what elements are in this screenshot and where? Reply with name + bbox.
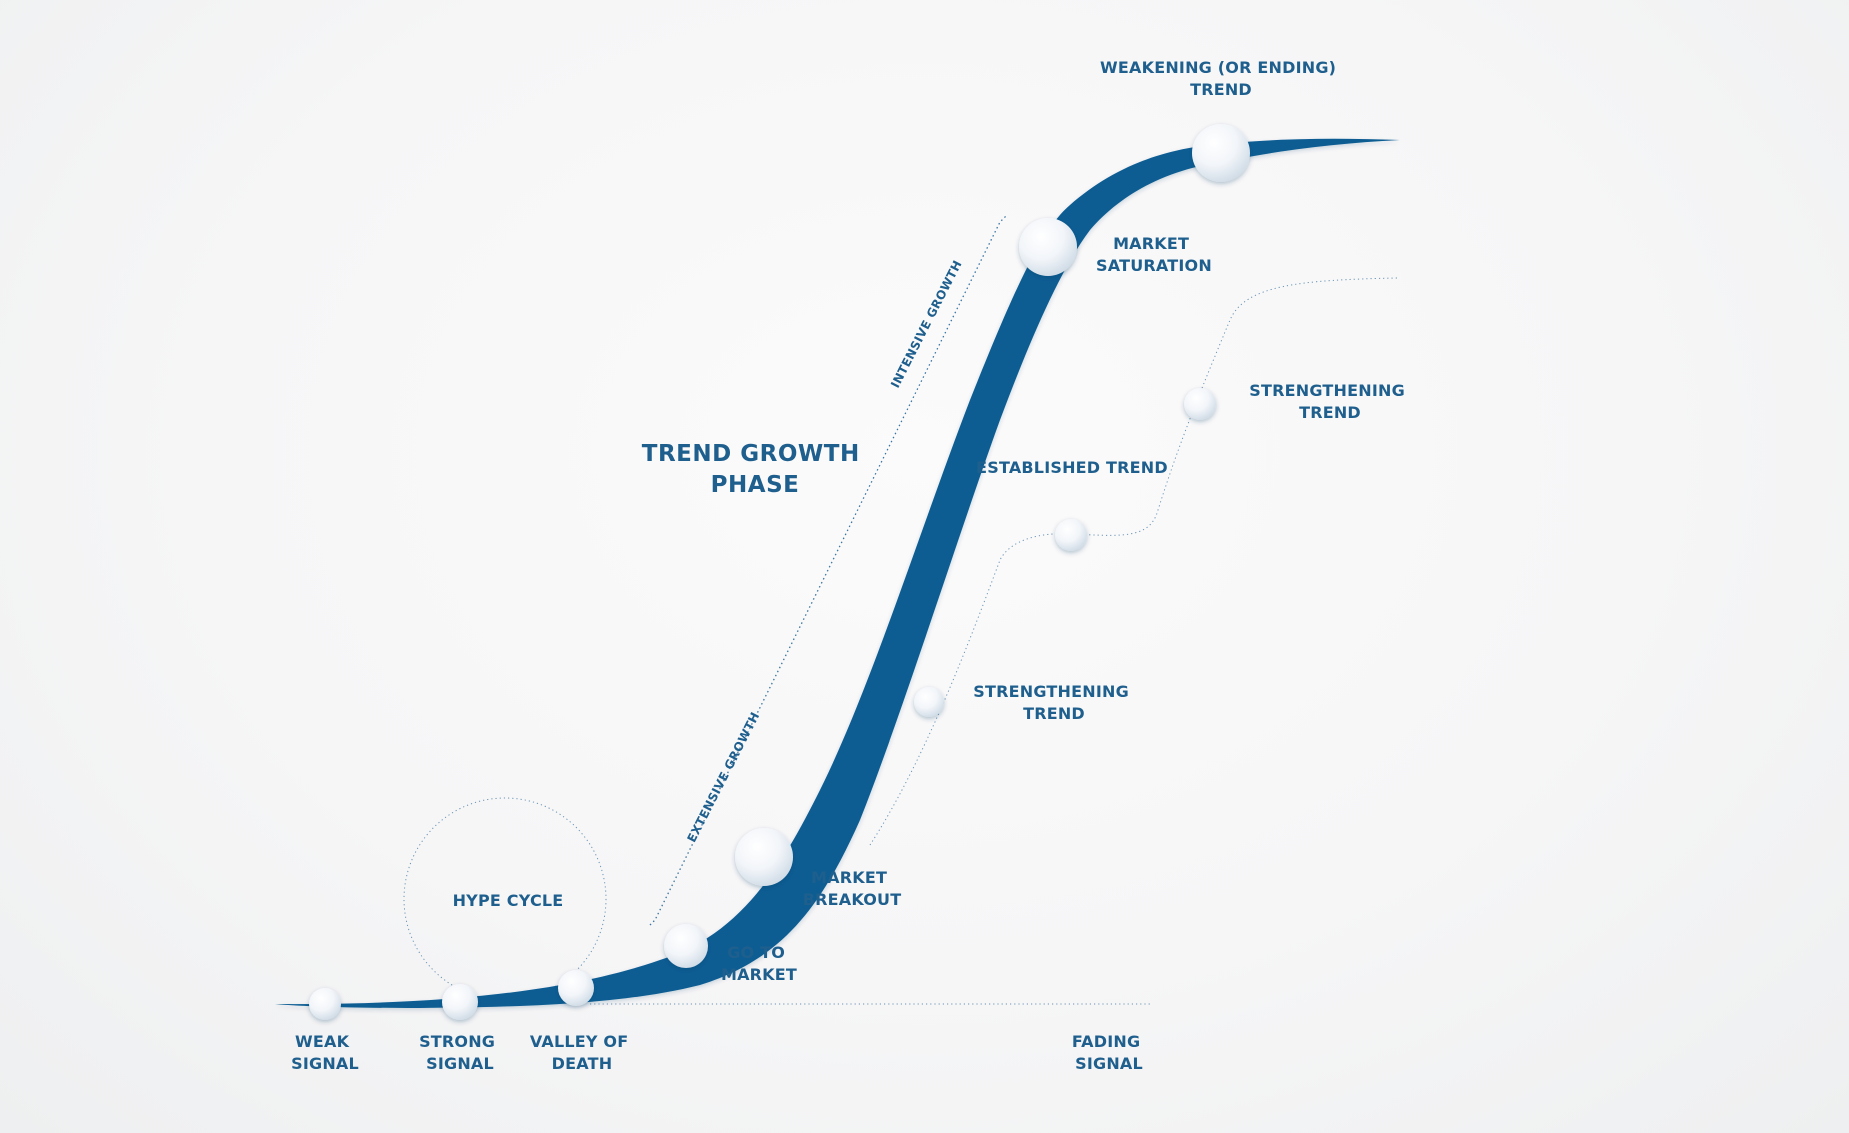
weak-signal-node [309,988,341,1020]
go-to-market-node [664,924,708,968]
trend-curve [275,138,1400,1009]
valley-of-death-label: VALLEY OF DEATH [530,1032,634,1073]
growth-phase-line2: PHASE [711,472,800,498]
established-trend-node [1055,519,1087,551]
strengthening-trend-lower-node [914,687,944,717]
market-breakout-node [735,828,793,886]
hype-cycle-label: HYPE CYCLE [453,891,564,910]
extensive-growth-label: EXTENSIVE GROWTH [684,710,762,845]
strong-signal-node [442,984,478,1020]
intensive-growth-label: INTENSIVE GROWTH [888,258,965,390]
strong-signal-label: STRONG SIGNAL [419,1032,501,1073]
go-to-market-label: GO TO MARKET [721,943,797,984]
market-saturation-node [1019,218,1077,276]
established-trend-label: ESTABLISHED TREND [976,458,1168,477]
growth-phase-line1: TREND GROWTH [642,441,860,467]
market-breakout-label: MARKET BREAKOUT [803,868,902,909]
fading-signal-label: FADING SIGNAL [1072,1032,1146,1073]
market-saturation-label: MARKET SATURATION [1096,234,1212,275]
strengthening-trend-upper-node [1184,388,1216,420]
valley-of-death-node [558,970,594,1006]
weakening-trend-label: WEAKENING (OR ENDING) TREND [1100,58,1342,99]
strengthening-trend-upper-label: STRENGTHENING TREND [1249,381,1410,422]
growth-phase-title: TREND GROWTH PHASE [642,441,868,498]
growth-phase-bracket [649,214,1008,926]
weakening-trend-node [1192,124,1250,182]
hype-cycle-circle [403,797,607,1001]
weak-signal-label: WEAK SIGNAL [291,1032,359,1073]
strengthening-trend-lower-label: STRENGTHENING TREND [973,682,1134,723]
